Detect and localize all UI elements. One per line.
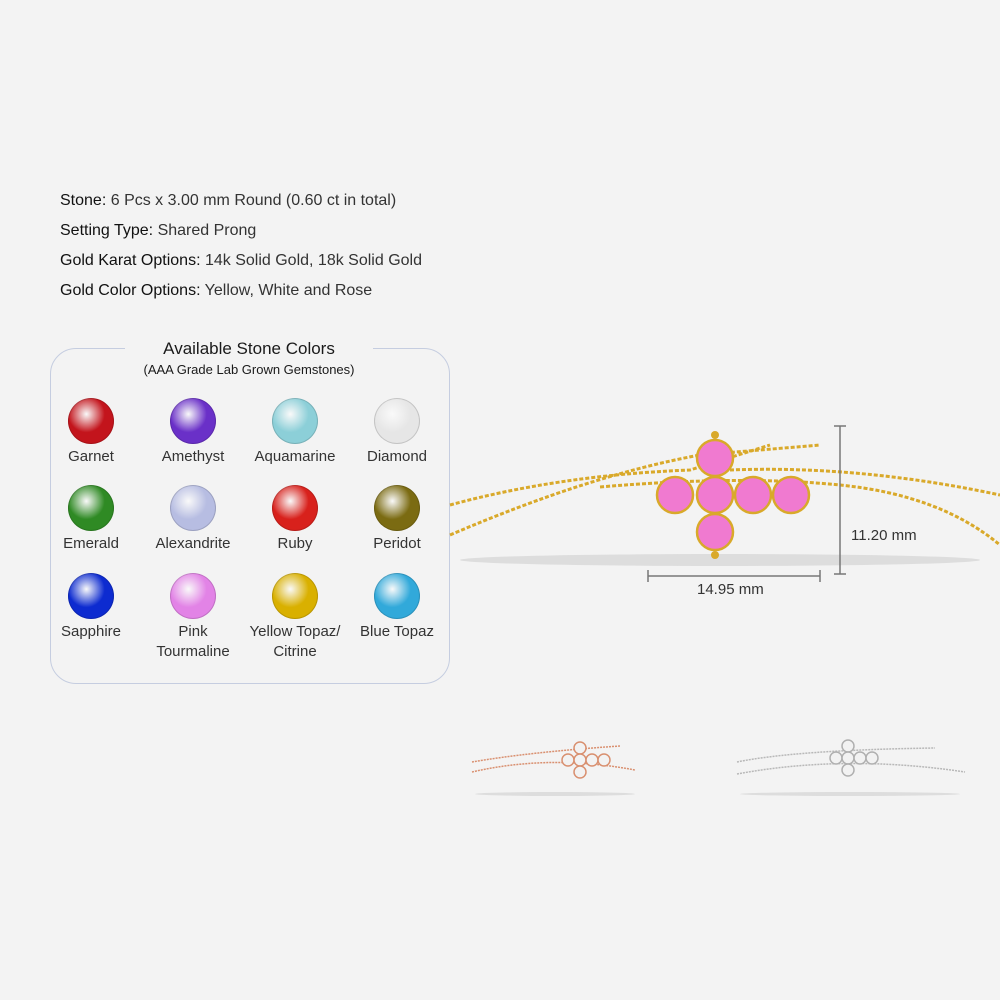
stone-color-label: Amethyst [161,448,225,465]
gemstone-icon [272,398,318,444]
stone-color-label: Aquamarine [254,448,336,465]
stone-color-pink-tourmaline: Pink Tourmaline [118,573,268,662]
stone-color-label: Garnet [68,448,114,465]
gemstone-icon [68,398,114,444]
stone-color-garnet: Garnet [16,398,166,467]
stone-color-label: Emerald [63,535,119,552]
width-dimension-line [647,570,821,582]
stone-color-blue-topaz: Blue Topaz [322,573,472,642]
stone-color-label: Peridot [373,535,421,552]
rose-gold-bracelet-image [471,741,636,796]
stone-color-alexandrite: Alexandrite [118,485,268,554]
spec-gold-karat: Gold Karat Options: 14k Solid Gold, 18k … [60,252,422,269]
stone-colors-heading: Available Stone Colors (AAA Grade Lab Gr… [125,338,373,380]
spec-gold-color: Gold Color Options: Yellow, White and Ro… [60,282,373,299]
gemstone-icon [68,573,114,619]
width-dimension-label: 14.95 mm [697,581,764,598]
white-gold-bracelet-image [736,739,966,796]
stone-color-label: Alexandrite [155,535,231,552]
stone-color-ruby: Ruby [220,485,370,554]
stone-color-label: Diamond [366,448,428,465]
specifications: Stone: 6 Pcs x 3.00 mm Round (0.60 ct in… [60,186,422,306]
height-dimension-line [834,425,846,575]
gemstone-icon [374,573,420,619]
stone-color-yellow-topaz-citrine: Yellow Topaz/ Citrine [220,573,370,662]
stone-color-sapphire: Sapphire [16,573,166,642]
stone-color-label: Ruby [277,535,313,552]
spec-setting-type: Setting Type: Shared Prong [60,222,257,239]
stone-color-aquamarine: Aquamarine [220,398,370,467]
gemstone-icon [170,485,216,531]
gemstone-icon [68,485,114,531]
spec-stone: Stone: 6 Pcs x 3.00 mm Round (0.60 ct in… [60,192,397,209]
height-dimension-label: 11.20 mm [851,527,917,544]
stone-color-label: Blue Topaz [360,623,434,640]
gemstone-icon [272,573,318,619]
gemstone-icon [272,485,318,531]
stone-color-amethyst: Amethyst [118,398,268,467]
gemstone-icon [170,573,216,619]
stone-color-diamond: Diamond [322,398,472,467]
stone-color-emerald: Emerald [16,485,166,554]
stone-color-peridot: Peridot [322,485,472,554]
gemstone-icon [374,398,420,444]
stone-color-label: Sapphire [60,623,122,640]
stone-color-label: Pink Tourmaline [156,623,230,660]
gemstone-icon [170,398,216,444]
gemstone-icon [374,485,420,531]
stone-color-label: Yellow Topaz/ Citrine [249,623,341,660]
